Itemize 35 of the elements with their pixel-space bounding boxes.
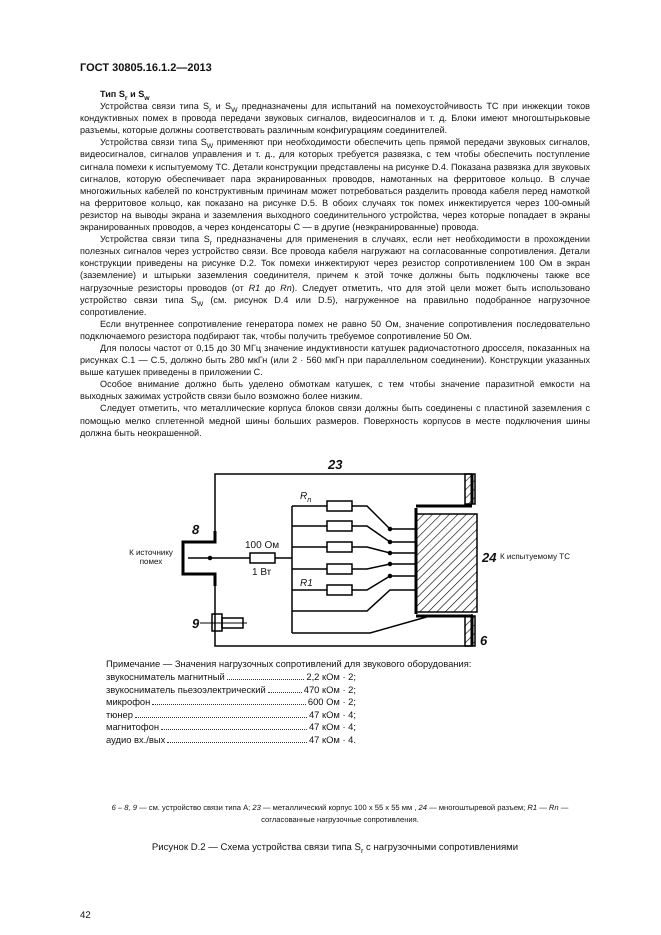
table-text: аудио вх./вых — [106, 734, 166, 746]
table-text: тюнер — [106, 708, 133, 721]
page-header: ГОСТ 30805.16.1.2—2013 — [80, 62, 212, 74]
paragraph: Устройства связи типа S$_{r}$ предназначены для применения в случаях, если нет необходимости в прохождении полезных сигналов через устройство связи. Все провода кабеля нагружают на согласованные сопротивления. Детали конструкции приведены на рисунке D.2. Ток помехи инжектируют через резистор сопротивлением 100 Ом в экран (заземление) и штырьки заземления соединителя, причем к этой точке должны быть подключены также все нагрузочные резисторы проводов (от R1 до Rn). Следует отметить, что для этой цели может быть использовано устройство связи типа S$_{W}$ (см. рисунок D.4 или D.5), нагруженное на правильно подобранное нагрузочное сопротивление. — [80, 233, 590, 318]
table-text: звукосниматель магнитный — [106, 671, 225, 684]
resistor-label: R1 — [300, 578, 313, 589]
table-value: 47 кОм · 4; — [308, 721, 356, 734]
note-heading: Примечание — Значения нагрузочных сопротивлений для звукового оборудования: — [106, 658, 472, 669]
paragraph: Если внутреннее сопротивление генератора помех не равно 50 Ом, значение сопротивления последовательно подключаемого резистора подбирают так, чтобы получить требуемое сопротивление 50 Ом. — [80, 318, 590, 342]
callout-number: 6 — [480, 634, 488, 648]
paragraph: Устройства связи типа S$_{W}$ применяют при необходимости обеспечить цепь прямой передачи звуковых сигналов, видеосигналов, сигналов управления и т. д., для которых требуется развязка, с тем чтобы обеспечить поступление сигнала помехи к испытуемому ТС. Детали конструкции представлены на рисунке D.4. Показана развязка для звуковых сигналов, которую обеспечивает пара экранированных проводов, намотанных на ферритовое кольцо. В случае многожильных кабелей по конструктивным причинам может потребоваться разделить провода кабеля перед намоткой на ферритовое кольцо, как показано на рисунке D.5. В обоих случаях ток помех инжектируется через 100-омный резистор на выводы экрана и заземления выходного соединительного устройства, через которые попадает в экраны экранированных проводов, а через конденсаторы С — в другие (неэкранированные) провода. — [80, 136, 590, 234]
table-text: магнитофон — [106, 721, 159, 734]
callout-number: 9 — [192, 617, 200, 631]
table-text: микрофон — [106, 696, 150, 708]
callout-number: 23 — [328, 458, 342, 472]
resistor-value: 100 Ом — [245, 540, 280, 551]
resistor-label: R$_{n}$ — [300, 491, 312, 502]
paragraph: Устройства связи типа S$_{r}$ и S$_{W}$ предназначены для испытаний на помехоустойчивость ТС при инжекции токов кондуктивных помех в провода передачи звуковых сигналов, видеосигналов и т. д. Блоки имеют многоштырьковые разъемы, которые должны соответствовать различным конфигурациям соединителей. — [80, 100, 590, 136]
table-value: 2,2 кОм · 2; — [306, 671, 356, 684]
resistor-value: 1 Вт — [252, 567, 272, 578]
table-value: 600 Ом · 2; — [308, 696, 356, 708]
table-value: 47 кОм · 4. — [308, 734, 356, 746]
figure-caption: Рисунок D.2 — Схема устройства связи типа S$_{r}$ с нагрузочными сопротивлениями — [150, 842, 520, 853]
callout-number: 8 — [192, 523, 200, 537]
table-value: 47 кОм · 4; — [308, 708, 356, 721]
table-text: звукосниматель пьезоэлектрический — [106, 684, 266, 696]
table-value: 470 кОм · 2; — [304, 684, 356, 696]
page-number: 42 — [80, 910, 91, 921]
section-heading: Тип S$_{r}$ и S$_{w}$ — [99, 88, 151, 100]
paragraph: Особое внимание должно быть уделено обмоткам катушек, с тем чтобы значение паразитной емкости на выходных зажимах устройств связи было возможно более низким. — [80, 378, 590, 402]
terminal-label: К испытуемому ТС — [500, 552, 570, 561]
paragraph: Следует отметить, что металлические корпуса блоков связи должны быть соединены с пластиной заземления с помощью мелко сплетенной медной шины больших размеров. Поверхность корпусов в месте подключения шины должна быть неокрашенной. — [80, 402, 590, 439]
callout-number: 24 — [482, 551, 496, 565]
paragraph: Для полосы частот от 0,15 до 30 МГц значение индуктивности катушек радиочастотного дросселя, показанных на рисунках С.1 — С.5, должно быть 280 мкГн (или 2 · 560 мкГн при параллельном соединении). Конструкции указанных выше катушек приведены в приложении С. — [80, 342, 590, 378]
terminal-label: К источнику помех — [128, 548, 174, 566]
